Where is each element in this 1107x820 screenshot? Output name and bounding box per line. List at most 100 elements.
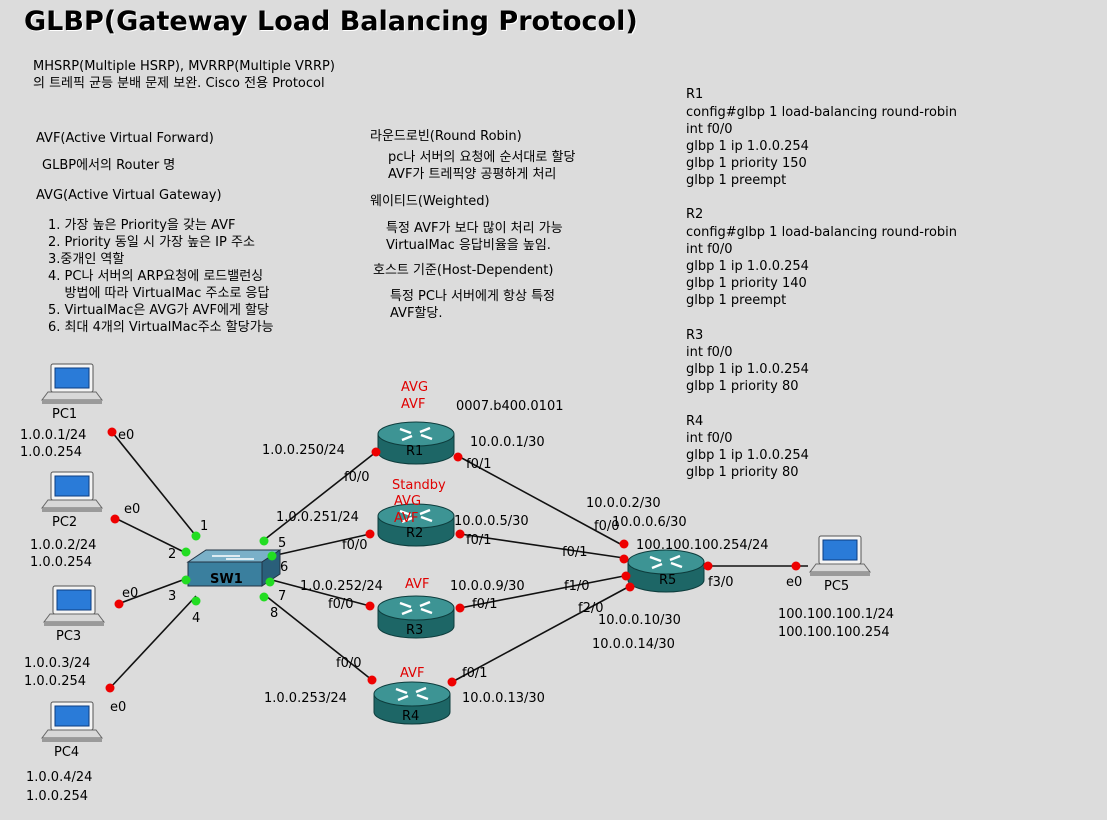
config-router: R1 [686, 87, 704, 102]
method-line: AVF가 트레픽양 공평하게 처리 [388, 167, 557, 182]
pc2-ip: 1.0.0.2/24 [30, 538, 96, 553]
r2-wan-ip: 10.0.0.5/30 [454, 514, 529, 529]
link-pc2-sw1 [114, 517, 189, 555]
r1-lan-port: f0/0 [344, 470, 370, 485]
pc3-gateway: 1.0.0.254 [24, 674, 86, 689]
r5-ip: 10.0.0.2/30 [586, 496, 661, 511]
port-dot [447, 677, 457, 687]
pc5-ip: 100.100.100.1/24 [778, 607, 894, 622]
switch-port-dots [181, 531, 277, 606]
r2-role: AVF [394, 511, 418, 526]
r4-role: AVF [400, 666, 424, 681]
pc3-port: e0 [122, 586, 138, 601]
r5-ip: 10.0.0.6/30 [612, 515, 687, 530]
r4-wan-ip: 10.0.0.13/30 [462, 691, 545, 706]
pc3-ip: 1.0.0.3/24 [24, 656, 90, 671]
r2-lan-ip: 1.0.0.251/24 [276, 510, 359, 525]
pc4-port: e0 [110, 700, 126, 715]
r1-label: R1 [406, 444, 423, 459]
switch-port-number: 7 [278, 589, 286, 604]
link-pc3-sw1 [117, 577, 189, 605]
pc-icon[interactable] [41, 701, 103, 743]
switch-label: SW1 [210, 572, 243, 587]
pc-icon[interactable] [43, 585, 105, 627]
port-dot [455, 603, 465, 613]
r5-port: f0/1 [562, 545, 588, 560]
link-r1-r5 [457, 455, 625, 547]
r5-port: f1/0 [564, 579, 590, 594]
switch-port-number: 1 [200, 519, 208, 534]
method-heading: 라운드로빈(Round Robin) [370, 129, 522, 144]
pc-icon[interactable] [41, 363, 103, 405]
r2-label: R2 [406, 526, 423, 541]
port-dot [105, 683, 115, 693]
method-heading: 웨이티드(Weighted) [370, 194, 490, 209]
r2-role: AVG [394, 494, 421, 509]
pc4-label: PC4 [54, 745, 79, 760]
switch-port-number: 5 [278, 536, 286, 551]
r5-ip: 10.0.0.10/30 [598, 613, 681, 628]
avg-item: 방법에 따라 VirtualMac 주소로 응답 [48, 286, 270, 301]
r2-wan-port: f0/1 [466, 533, 492, 548]
pc1-port: e0 [118, 428, 134, 443]
pc-icon[interactable] [809, 535, 871, 577]
port-dot [191, 531, 201, 541]
r5-port: f2/0 [578, 601, 604, 616]
config-line: int f0/0 [686, 242, 733, 257]
config-line: int f0/0 [686, 345, 733, 360]
port-dot [365, 601, 375, 611]
r4-wan-port: f0/1 [462, 666, 488, 681]
pc5-label: PC5 [824, 579, 849, 594]
avg-item: 2. Priority 동일 시 가장 높은 IP 주소 [48, 235, 255, 250]
pc5-port: e0 [786, 575, 802, 590]
port-dot [114, 599, 124, 609]
avg-item: 3.중개인 역할 [48, 252, 125, 267]
intro-line-1: MHSRP(Multiple HSRP), MVRRP(Multiple VRR… [33, 59, 335, 74]
config-router: R3 [686, 328, 704, 343]
config-router: R4 [686, 414, 704, 429]
switch-port-number: 3 [168, 589, 176, 604]
switch-port-number: 4 [192, 611, 200, 626]
switch-port-number: 2 [168, 547, 176, 562]
r2-lan-port: f0/0 [342, 538, 368, 553]
config-router: R2 [686, 207, 704, 222]
method-line: 특정 PC나 서버에게 항상 특정 [390, 289, 556, 304]
port-dot [619, 554, 629, 564]
pc1-label: PC1 [52, 407, 77, 422]
port-dot [265, 577, 275, 587]
r5-ip: 10.0.0.14/30 [592, 637, 675, 652]
link-r4-r5 [451, 585, 631, 683]
r4-label: R4 [402, 709, 419, 724]
config-line: glbp 1 priority 80 [686, 379, 799, 394]
port-dot [259, 536, 269, 546]
port-dot [367, 675, 377, 685]
avg-heading: AVG(Active Virtual Gateway) [36, 188, 222, 203]
config-line: int f0/0 [686, 431, 733, 446]
switch-icon[interactable] [186, 549, 282, 587]
config-line: glbp 1 ip 1.0.0.254 [686, 139, 809, 154]
config-line: config#glbp 1 load-balancing round-robin [686, 225, 958, 240]
avg-item: 4. PC나 서버의 ARP요청에 로드밸런싱 [48, 269, 264, 284]
config-line: glbp 1 priority 140 [686, 276, 807, 291]
avg-item: 5. VirtualMac은 AVG가 AVF에게 할당 [48, 303, 269, 318]
avg-item: 1. 가장 높은 Priority을 갖는 AVF [48, 218, 236, 233]
pc2-gateway: 1.0.0.254 [30, 555, 92, 570]
pc1-ip: 1.0.0.1/24 [20, 428, 86, 443]
switch-port-number: 6 [280, 560, 288, 575]
page-title: GLBP(Gateway Load Balancing Protocol) [24, 6, 638, 37]
config-line: int f0/0 [686, 122, 733, 137]
link-sw1-r2 [271, 533, 371, 557]
r4-lan-port: f0/0 [336, 656, 362, 671]
pc-icon[interactable] [41, 471, 103, 513]
pc4-gateway: 1.0.0.254 [26, 789, 88, 804]
port-dot [181, 547, 191, 557]
config-line: glbp 1 priority 80 [686, 465, 799, 480]
port-dot [259, 592, 269, 602]
config-line: glbp 1 ip 1.0.0.254 [686, 448, 809, 463]
config-line: glbp 1 ip 1.0.0.254 [686, 259, 809, 274]
port-dot [181, 575, 191, 585]
link-pc1-sw1 [111, 431, 197, 537]
pc2-port: e0 [124, 502, 140, 517]
r3-lan-ip: 1.0.0.252/24 [300, 579, 383, 594]
